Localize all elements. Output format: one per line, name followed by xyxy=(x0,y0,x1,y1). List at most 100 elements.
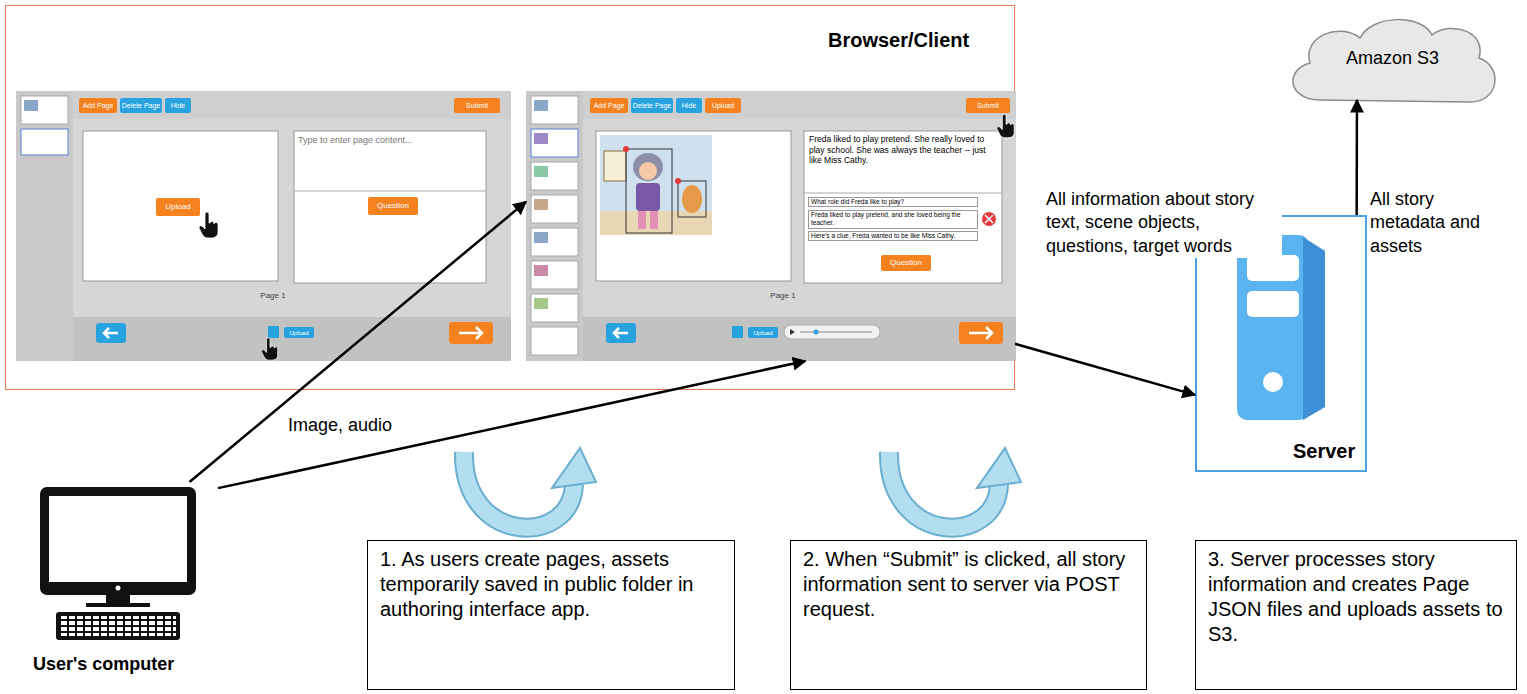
svg-use-part xyxy=(261,338,277,360)
svg-circle-part xyxy=(623,146,629,152)
page-number: Page 1 xyxy=(758,291,808,301)
screenshot-art xyxy=(16,91,511,361)
svg-ellipse-part xyxy=(633,153,663,181)
svg-rect-part xyxy=(96,323,126,343)
text-holder: Question xyxy=(881,255,931,271)
button-label: Delete Page xyxy=(633,102,672,109)
svg-polygon-part xyxy=(790,329,795,335)
svg-rect-part xyxy=(534,298,548,309)
svg-rect-part xyxy=(531,195,578,223)
button-label: Hide xyxy=(171,102,185,109)
svg-rect-part xyxy=(24,100,38,111)
panel-title: Browser/Client xyxy=(828,28,1008,52)
text-holder: Server xyxy=(1293,439,1365,463)
svg-path-part xyxy=(464,452,574,528)
svg-rect-part xyxy=(73,91,511,119)
svg-circle-part xyxy=(814,330,819,335)
flow-arrow xyxy=(218,361,805,488)
svg-rect-part xyxy=(534,232,548,243)
svg-path-part xyxy=(104,328,118,338)
button-label: Add Page xyxy=(594,102,625,109)
svg-rect-part xyxy=(626,149,672,233)
curved-arrow xyxy=(464,448,596,528)
svg-rect-part xyxy=(600,211,712,235)
svg-rect-part xyxy=(804,131,1002,283)
svg-rect-part xyxy=(583,317,1016,361)
svg-rect-part xyxy=(604,151,626,181)
label-holder: Image, audio xyxy=(288,414,418,437)
svg-path-part xyxy=(985,215,993,223)
text-holder: Delete Page xyxy=(631,98,673,113)
text-holder: Page 1 xyxy=(248,291,298,301)
svg-rect-part xyxy=(531,96,578,124)
svg-rect-part xyxy=(526,91,1016,361)
page-number: Page 1 xyxy=(248,291,298,301)
text-holder: What role did Freda like to play? xyxy=(808,197,978,207)
svg-rect-part xyxy=(534,166,548,177)
svg-rect-part xyxy=(531,228,578,256)
svg-rect-part xyxy=(56,612,180,640)
text-holder: User's computer xyxy=(33,654,218,676)
svg-rect-part xyxy=(534,100,548,111)
text-holder: Page 1 xyxy=(758,291,808,301)
client-panel: Browser/Client Add PageDelete PageHideSu… xyxy=(5,5,1015,390)
svg-path-part xyxy=(969,327,992,339)
text-holder: Hide xyxy=(676,98,702,113)
svg-line-part xyxy=(800,332,872,333)
text-holder: Freda liked to play pretend. She really … xyxy=(809,134,997,166)
button-label: Upload xyxy=(289,330,308,336)
button-label: Submit xyxy=(977,102,999,109)
svg-polygon-part xyxy=(552,448,596,488)
svg-rect-part xyxy=(73,317,511,361)
svg-rect-part xyxy=(531,294,578,322)
text-holder: 3. Server processes story information an… xyxy=(1208,547,1506,647)
svg-circle-part xyxy=(639,162,657,180)
svg-rect-part xyxy=(638,211,646,229)
svg-line-part xyxy=(294,191,486,192)
text-holder: Upload xyxy=(748,327,778,338)
svg-rect-part xyxy=(83,131,278,281)
svg-rect-part xyxy=(1247,291,1299,317)
svg-rect-part xyxy=(49,496,187,582)
text-holder: Add Page xyxy=(79,98,117,113)
svg-rect-part xyxy=(106,595,130,604)
svg-rect-part xyxy=(534,133,548,144)
svg-rect-part xyxy=(784,325,880,339)
button-label: Upload xyxy=(165,203,190,211)
svg-circle-part xyxy=(982,212,996,226)
screenshot: Add PageDelete PageHideSubmitUploadType … xyxy=(16,91,511,361)
svg-rect-part xyxy=(596,131,791,281)
svg-use-part xyxy=(199,212,218,238)
svg-rect-part xyxy=(21,96,68,124)
edge-label: Image, audio xyxy=(288,414,392,437)
svg-rect-part xyxy=(40,487,196,595)
svg-path-part xyxy=(1303,237,1325,420)
svg-circle-part xyxy=(116,586,121,591)
svg-use-part xyxy=(997,114,1014,138)
svg-path-part xyxy=(614,328,628,338)
svg-rect-part xyxy=(16,91,511,361)
svg-rect-part xyxy=(959,322,1003,344)
svg-path-part xyxy=(464,452,574,528)
svg-rect-part xyxy=(583,91,1016,119)
text-holder: Upload xyxy=(705,98,741,113)
button-label: Add Page xyxy=(83,102,114,109)
flow-arrow xyxy=(1015,344,1195,395)
svg-rect-part xyxy=(531,327,578,355)
text-holder: Upload xyxy=(156,198,200,216)
svg-rect-part xyxy=(534,265,548,276)
text-holder: Question xyxy=(368,197,418,215)
svg-rect-part xyxy=(732,326,743,338)
screenshot: Add PageDelete PageHideUploadSubmitFreda… xyxy=(526,91,1016,361)
svg-rect-part xyxy=(16,91,73,361)
svg-ellipse-part xyxy=(682,185,702,213)
label-holder: All story metadata and assets xyxy=(1370,188,1510,258)
text-holder: Hide xyxy=(165,98,191,113)
svg-rect-part xyxy=(534,199,548,210)
svg-rect-part xyxy=(531,162,578,190)
svg-rect-part xyxy=(678,181,706,217)
flow-arrow xyxy=(190,202,527,482)
flow-arrow xyxy=(1355,100,1358,215)
button-label: Upload xyxy=(753,330,772,336)
